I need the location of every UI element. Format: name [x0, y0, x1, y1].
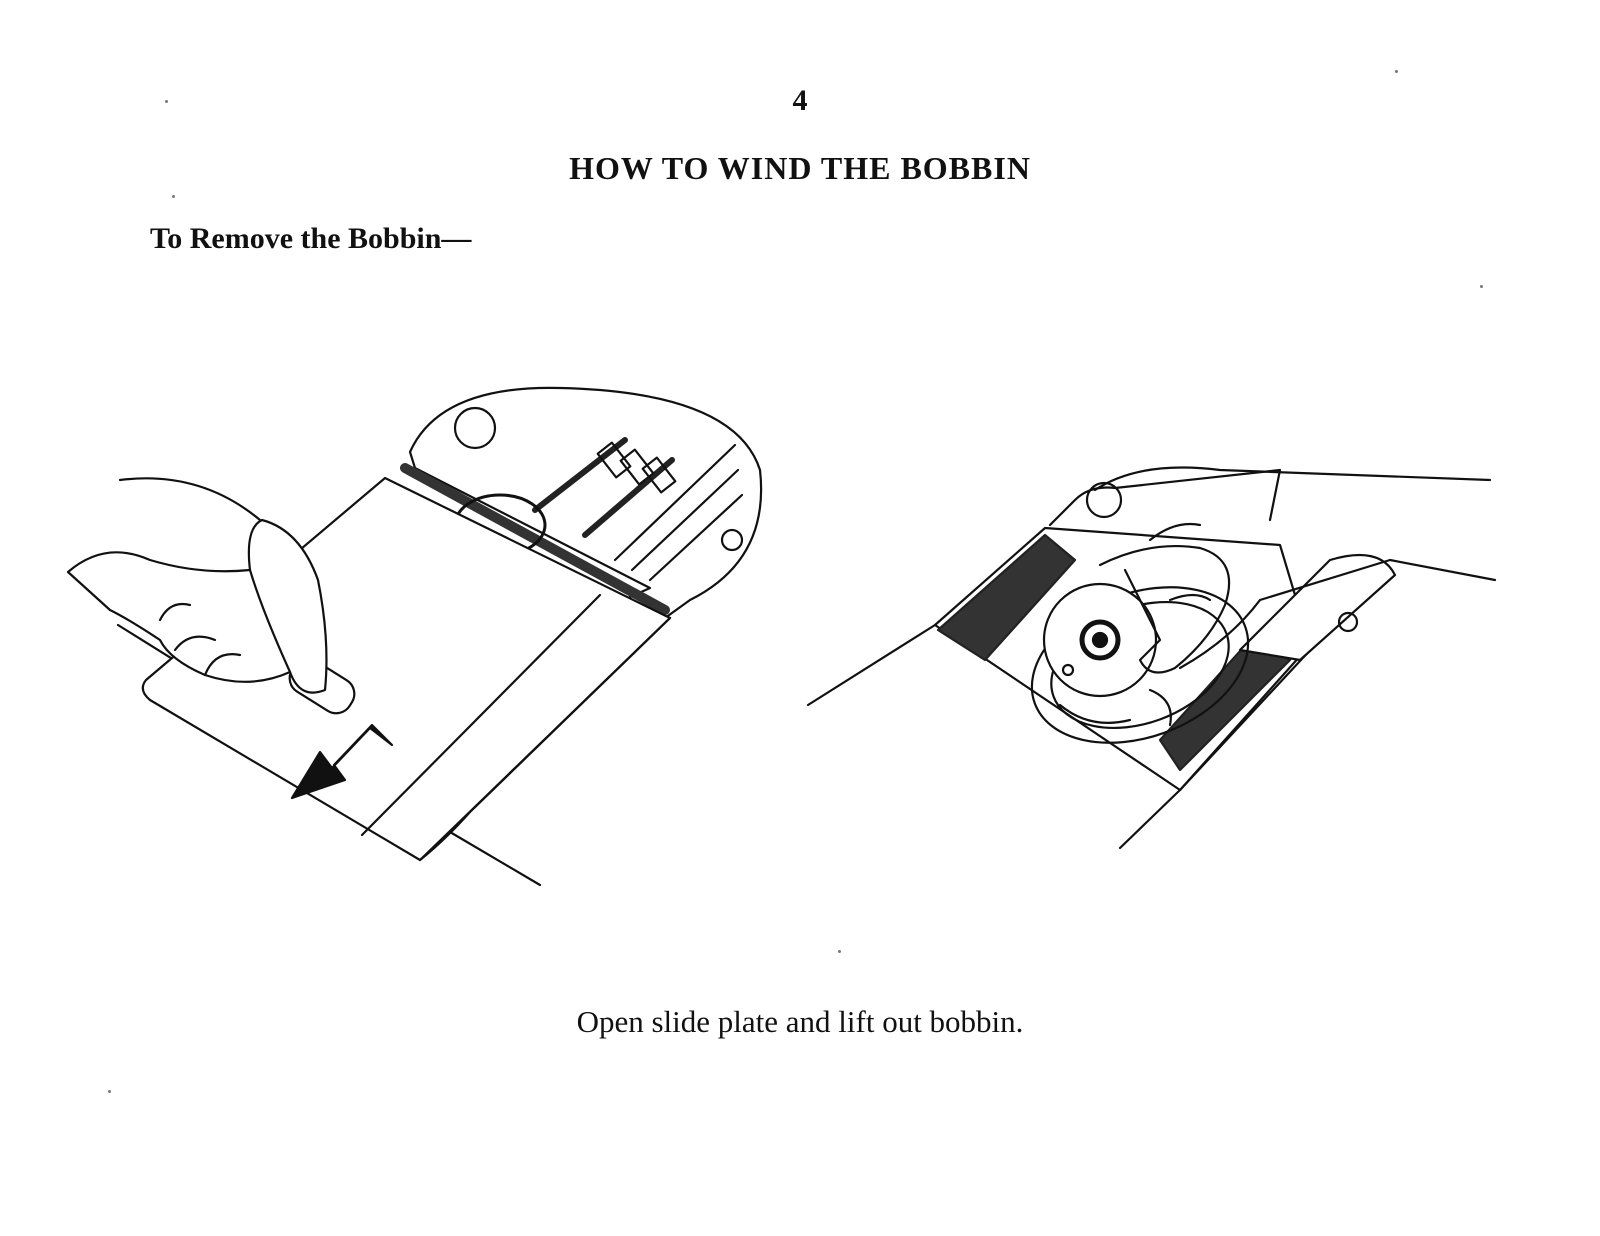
lift-out-bobbin-illustration — [806, 466, 1497, 850]
scan-speck — [172, 195, 175, 198]
pull-direction-arrow-icon — [290, 723, 394, 800]
scan-speck — [838, 950, 841, 953]
open-slide-plate-illustration — [66, 386, 763, 887]
page-number: 4 — [792, 84, 808, 117]
plate-hole-icon — [453, 406, 497, 450]
needle-plate — [408, 386, 763, 620]
section-subheading: To Remove the Bobbin— — [150, 222, 472, 255]
scan-speck — [1395, 70, 1398, 73]
hand-icon — [66, 518, 328, 694]
figure-caption: Open slide plate and lift out bobbin. — [576, 1004, 1024, 1039]
scan-speck — [1480, 285, 1483, 288]
scan-speck — [108, 1090, 111, 1093]
scan-speck — [165, 100, 168, 103]
hand-icon — [1093, 466, 1492, 674]
page-title: HOW TO WIND THE BOBBIN — [569, 150, 1031, 186]
